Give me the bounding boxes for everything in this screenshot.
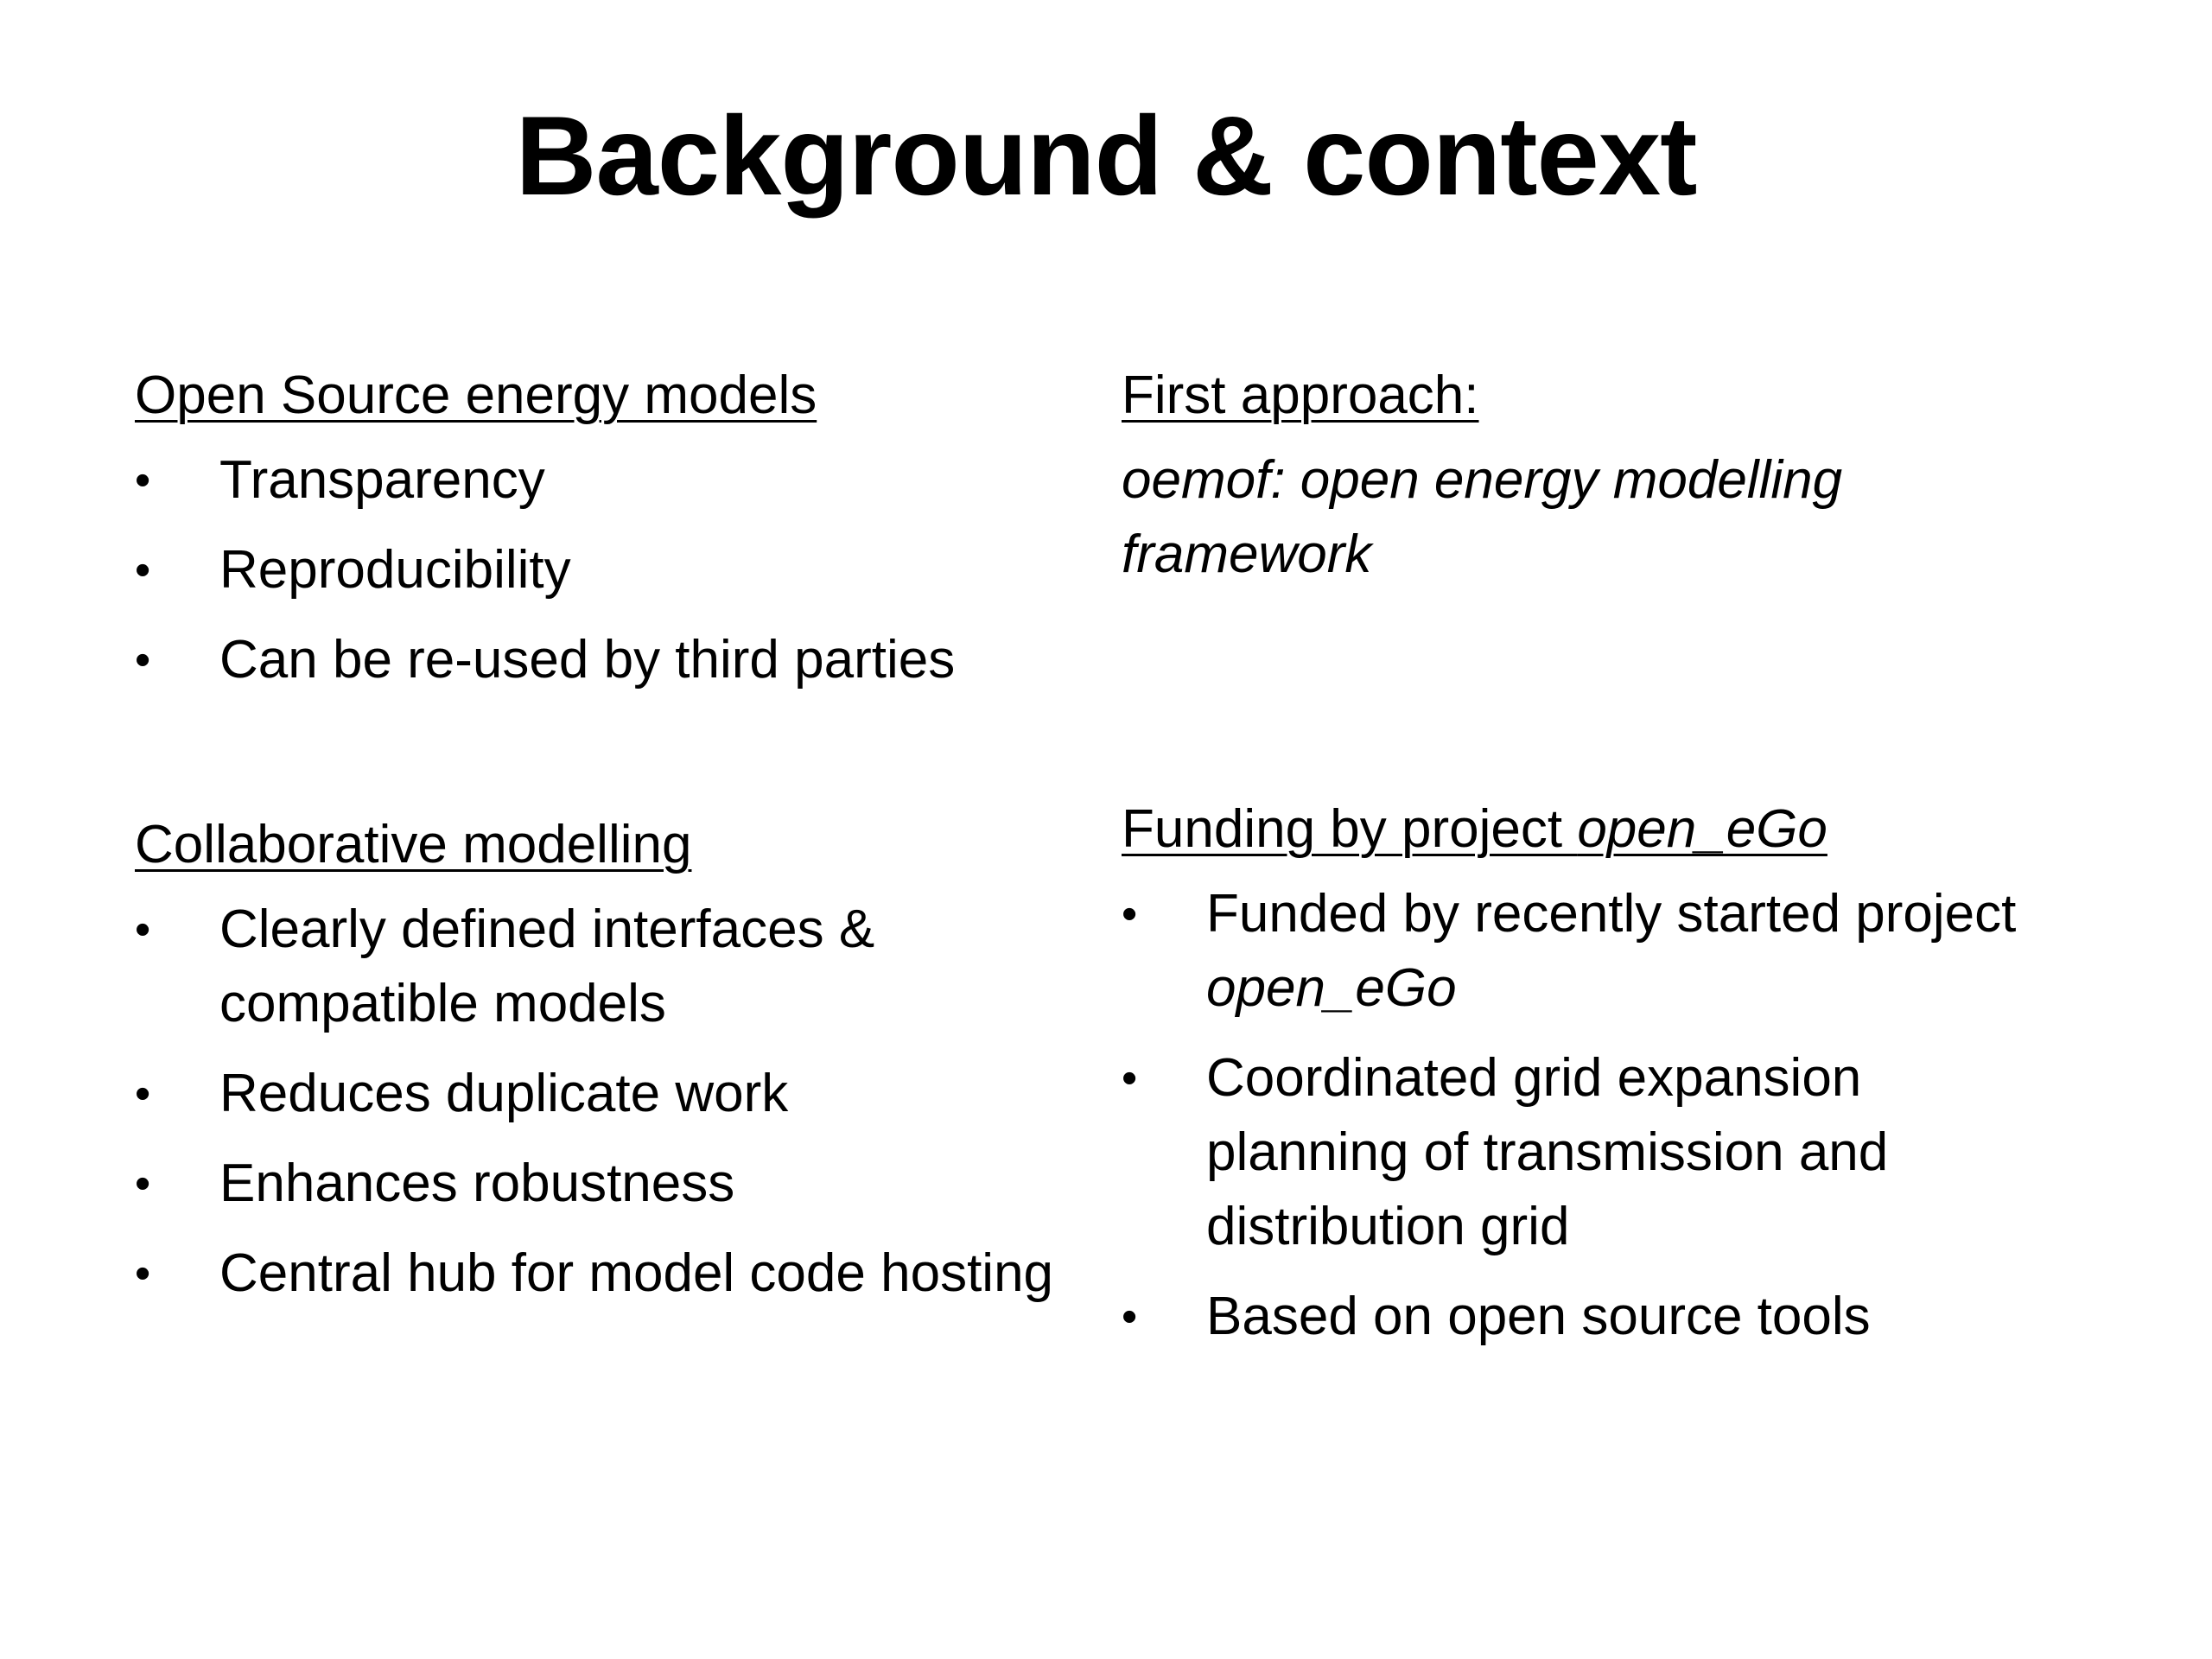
section-heading: First approach: (1122, 365, 1479, 425)
bullet-list: • Clearly defined interfaces & compatibl… (135, 893, 1128, 1311)
bullet-text: Based on open source tools (1206, 1287, 1871, 1346)
heading-project-name: open_eGo (1577, 799, 1827, 859)
oemof-description: oemof: open energy modelling framework (1122, 450, 1843, 584)
bullet-text: Enhances robustness (219, 1154, 735, 1213)
bullet-item: • Reduces duplicate work (135, 1057, 1128, 1131)
bullet-text: Clearly defined interfaces & compatible … (219, 899, 875, 1033)
bullet-item: • Based on open source tools (1122, 1280, 2158, 1354)
bullet-item: • Transparency (135, 443, 1128, 518)
bullet-list: • Transparency • Reproducibility • Can b… (135, 443, 1128, 697)
section-first-approach: First approach: oemof: open energy model… (1122, 359, 2115, 592)
section-funding: Funding by project open_eGo • Funded by … (1122, 792, 2158, 1370)
bullet-icon: • (1122, 1292, 1138, 1342)
heading-prefix: Funding by project (1122, 799, 1578, 859)
bullet-text: Funded by recently started project (1206, 884, 2017, 944)
bullet-item: • Coordinated grid expansion planning of… (1122, 1041, 2036, 1264)
bullet-icon: • (135, 635, 151, 685)
bullet-item: • Funded by recently started project ope… (1122, 877, 2122, 1026)
bullet-icon: • (1122, 1053, 1138, 1103)
bullet-text: Central hub for model code hosting (219, 1243, 1054, 1303)
section-open-source: Open Source energy models • Transparency… (135, 359, 1128, 713)
bullet-text: Transparency (219, 450, 545, 510)
section-heading: Funding by project open_eGo (1122, 792, 2158, 867)
bullet-item: • Central hub for model code hosting (135, 1236, 1128, 1311)
bullet-text: Coordinated grid expansion planning of t… (1206, 1048, 1889, 1256)
bullet-text: Can be re-used by third parties (219, 630, 956, 690)
bullet-project-name: open_eGo (1206, 958, 1457, 1018)
bullet-text: Reproducibility (219, 540, 571, 600)
section-heading: Open Source energy models (135, 365, 817, 425)
bullet-item: • Can be re-used by third parties (135, 623, 1128, 697)
section-collaborative: Collaborative modelling • Clearly define… (135, 808, 1128, 1326)
bullet-item: • Reproducibility (135, 533, 1128, 607)
bullet-icon: • (135, 905, 151, 955)
bullet-icon: • (1122, 889, 1138, 939)
bullet-text: Reduces duplicate work (219, 1064, 789, 1123)
bullet-icon: • (135, 455, 151, 505)
bullet-list: • Funded by recently started project ope… (1122, 877, 2158, 1354)
bullet-icon: • (135, 1249, 151, 1299)
section-heading: Collaborative modelling (135, 815, 692, 874)
bullet-icon: • (135, 1159, 151, 1209)
bullet-icon: • (135, 545, 151, 595)
bullet-item: • Clearly defined interfaces & compatibl… (135, 893, 997, 1041)
bullet-icon: • (135, 1069, 151, 1119)
bullet-item: • Enhances robustness (135, 1147, 1128, 1221)
slide-title: Background & context (515, 92, 1698, 219)
